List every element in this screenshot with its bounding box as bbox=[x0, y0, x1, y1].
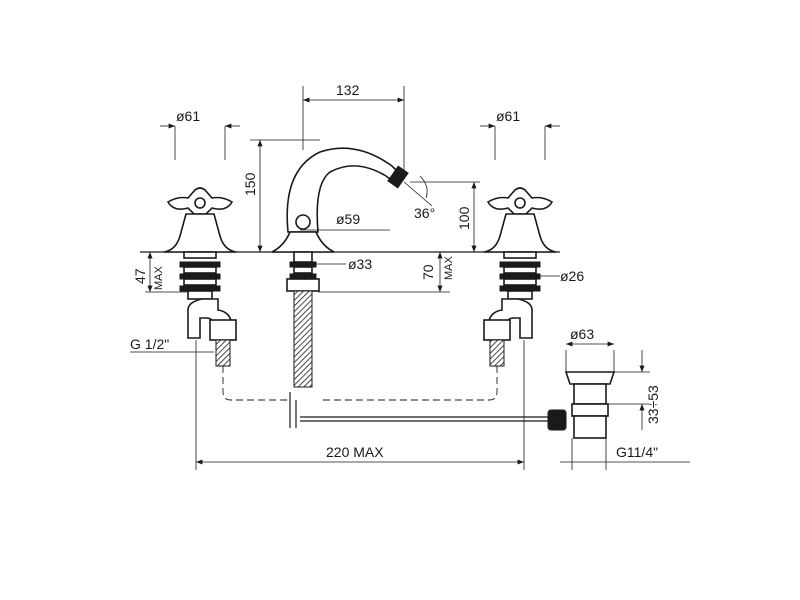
waste-body bbox=[573, 383, 607, 405]
right-shank-tail bbox=[507, 290, 533, 300]
spout-hose bbox=[293, 290, 313, 388]
left-shank-tail bbox=[187, 290, 213, 300]
left-valve-bell bbox=[163, 213, 237, 253]
waste-tee bbox=[571, 403, 609, 417]
valve-shank-diameter-label: ø26 bbox=[560, 268, 584, 284]
left-handle-diameter-label: ø61 bbox=[176, 108, 200, 124]
pop-up-waste bbox=[547, 371, 616, 439]
spout-shank bbox=[293, 251, 313, 263]
dimension-labels: 132 ø61 ø61 150 100 36° ø59 ø33 47 MAX 7… bbox=[130, 82, 661, 460]
spout-nozzle bbox=[387, 165, 409, 189]
left-shank-ring bbox=[183, 278, 217, 286]
left-inlet-fitting bbox=[209, 319, 237, 341]
spout-base bbox=[271, 231, 335, 253]
spout-shank-max-label: MAX bbox=[443, 256, 455, 281]
right-handle-diameter-label: ø61 bbox=[496, 108, 520, 124]
valve-shank-max-label: MAX bbox=[153, 266, 165, 291]
right-supply-line bbox=[320, 366, 498, 401]
spout-shank bbox=[293, 266, 313, 274]
right-valve-bell bbox=[483, 213, 557, 253]
right-shank-ring bbox=[503, 266, 537, 274]
valve-shank-height-label: 47 bbox=[132, 268, 148, 284]
left-valve bbox=[163, 187, 290, 401]
right-shank-ring bbox=[503, 251, 537, 259]
waste-diameter-label: ø63 bbox=[570, 326, 594, 342]
waste-thread-label: G11/4" bbox=[616, 444, 658, 460]
right-shank-ring bbox=[503, 278, 537, 286]
waste-tailpiece bbox=[573, 415, 607, 439]
spout-shank-diameter-label: ø33 bbox=[348, 256, 372, 272]
spout-shank-height-label: 70 bbox=[420, 264, 436, 280]
left-shank-ring bbox=[183, 251, 217, 259]
dimension-lines bbox=[130, 86, 690, 470]
overall-spread-label: 220 MAX bbox=[326, 444, 384, 460]
waste-linkage-nut bbox=[547, 409, 567, 431]
spout-outlet-height-label: 100 bbox=[456, 206, 472, 230]
spout-angle-label: 36° bbox=[414, 205, 435, 221]
right-valve bbox=[320, 187, 557, 401]
spout-base-diameter-label: ø59 bbox=[336, 211, 360, 227]
waste-height-label: 33÷53 bbox=[645, 385, 661, 424]
inlet-thread-label: G 1/2" bbox=[130, 336, 169, 352]
left-handle-cap bbox=[194, 197, 206, 209]
left-supply-line bbox=[222, 366, 290, 401]
pop-up-knob bbox=[295, 214, 311, 230]
right-handle-cap bbox=[514, 197, 526, 209]
right-flex-hose bbox=[489, 339, 505, 367]
waste-flange bbox=[564, 371, 616, 385]
right-inlet-fitting bbox=[483, 319, 511, 341]
bidet-spout bbox=[271, 147, 560, 428]
spout-height-label: 150 bbox=[242, 172, 258, 196]
left-flex-hose bbox=[215, 339, 231, 367]
left-shank-ring bbox=[183, 266, 217, 274]
spout-reach-label: 132 bbox=[336, 82, 360, 98]
spout-mixer-body bbox=[286, 278, 320, 292]
